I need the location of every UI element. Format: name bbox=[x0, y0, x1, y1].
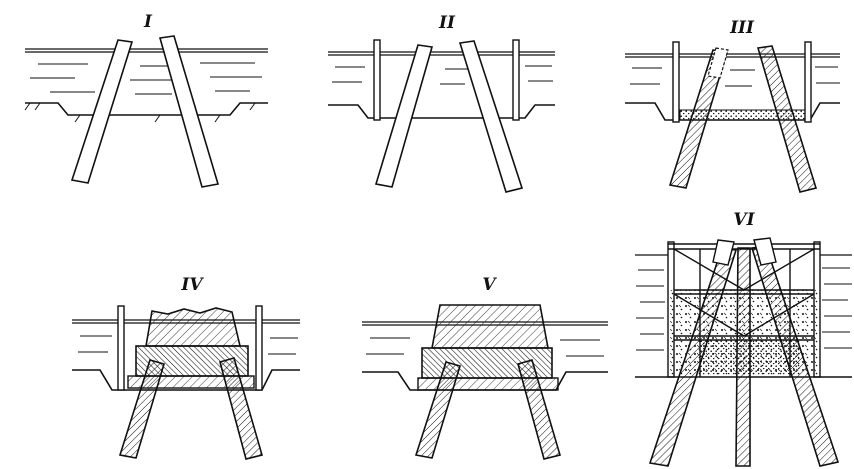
pile-left-head bbox=[712, 239, 735, 266]
pile-right bbox=[158, 35, 220, 188]
pile-right bbox=[756, 45, 818, 193]
riverbed bbox=[72, 369, 300, 391]
stage-iv: IV bbox=[72, 275, 300, 460]
pile-left bbox=[70, 39, 134, 184]
water-body bbox=[328, 51, 555, 85]
sheet-pile-left bbox=[373, 39, 381, 121]
soil-ticks bbox=[24, 102, 256, 123]
pile-cap bbox=[421, 347, 553, 379]
sheet-pile-left bbox=[672, 41, 680, 123]
pier-body bbox=[431, 304, 549, 349]
sheet-pile-left bbox=[117, 305, 125, 391]
bedding-layer bbox=[417, 377, 559, 391]
sheet-pile-right bbox=[804, 41, 812, 123]
riverbed bbox=[328, 104, 555, 119]
riverbed bbox=[625, 102, 840, 121]
stage-vi: VI bbox=[635, 210, 852, 467]
stage-ii: II bbox=[328, 13, 555, 193]
stage-label-v: V bbox=[482, 275, 497, 295]
bedding-layer bbox=[127, 375, 255, 389]
water-body bbox=[635, 254, 852, 351]
pile-left-cut-top bbox=[707, 47, 729, 79]
stage-label-ii: II bbox=[438, 13, 456, 33]
stage-iii: III bbox=[625, 18, 840, 193]
pile-right-head bbox=[753, 237, 777, 266]
sheet-pile-right bbox=[512, 39, 520, 121]
riverbed bbox=[25, 102, 268, 116]
pile-cap bbox=[135, 345, 249, 377]
pile-left bbox=[374, 44, 434, 188]
water-body bbox=[25, 48, 268, 95]
stage-i: I bbox=[24, 12, 268, 188]
stage-v: V bbox=[362, 275, 608, 460]
stage-label-i: I bbox=[143, 12, 153, 32]
stage-label-vi: VI bbox=[733, 210, 755, 230]
stage-label-iii: III bbox=[729, 18, 755, 38]
pier-body bbox=[145, 307, 242, 347]
stage-label-iv: IV bbox=[180, 275, 204, 295]
water-body bbox=[625, 53, 840, 87]
sheet-pile-right bbox=[255, 305, 263, 391]
pile-center bbox=[735, 247, 751, 467]
pile-right bbox=[458, 40, 524, 193]
